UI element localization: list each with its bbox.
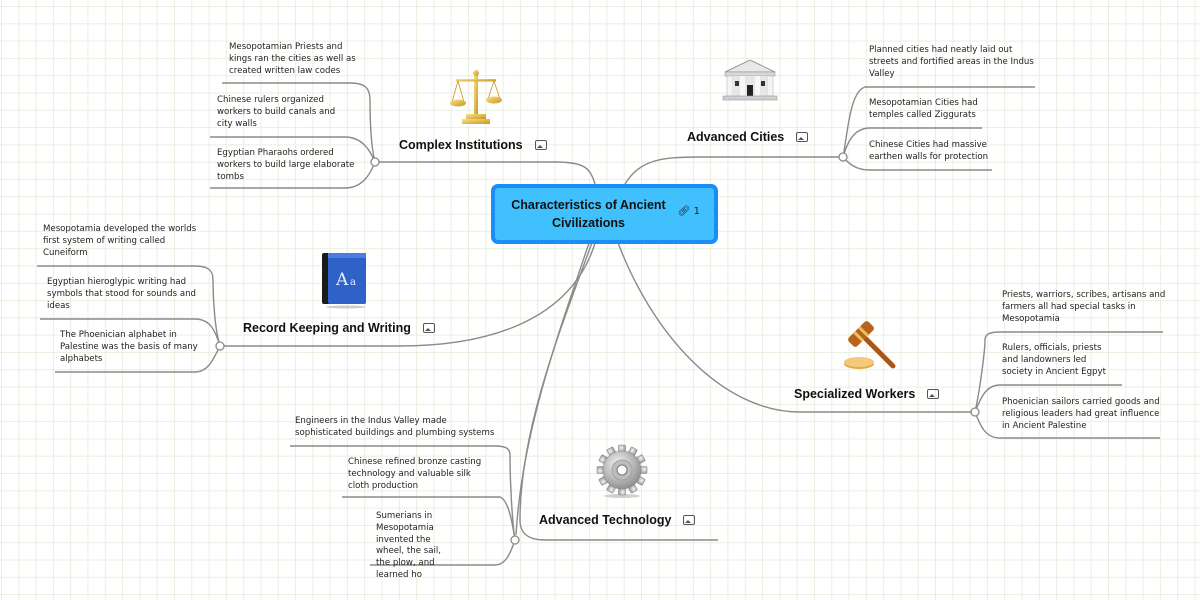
image-icon[interactable] (927, 388, 940, 399)
branch-label: Advanced Technology (539, 513, 672, 527)
connector-central-complex-institutions (375, 161, 596, 185)
image-icon[interactable] (534, 139, 547, 150)
leaf-topic[interactable]: Chinese rulers organized workers to buil… (217, 95, 336, 129)
link-indicator[interactable]: 🔗︎ 1 (678, 206, 700, 217)
image-icon[interactable] (796, 131, 809, 142)
collapse-toggle-record-keeping[interactable] (215, 341, 225, 351)
collapse-toggle-advanced-cities[interactable] (838, 152, 848, 162)
branch-label: Advanced Cities (687, 130, 785, 144)
gavel-icon (841, 320, 899, 372)
svg-text:a: a (350, 277, 356, 288)
leaf-topic[interactable]: Phoenician sailors carried goods and rel… (1002, 397, 1160, 431)
leaf-topic[interactable]: The Phoenician alphabet in Palestine was… (60, 330, 198, 364)
dictionary-book-icon: A a (320, 251, 368, 309)
connector-technology-hub (515, 239, 591, 536)
connector-rk-child-3 (55, 345, 221, 373)
leaf-topic[interactable]: Egyptian hieroglypic writing had symbols… (47, 277, 196, 311)
leaf-topic[interactable]: Sumerians in Mesopotamia invented the wh… (376, 511, 441, 580)
classical-building-icon (721, 58, 779, 104)
connector-sw-child-1 (974, 331, 1163, 413)
leaf-topic[interactable]: Mesopotamia developed the worlds first s… (43, 224, 197, 258)
branch-label: Complex Institutions (399, 138, 523, 152)
connector-central-specialized-workers (616, 239, 975, 413)
connector-ci-child-1 (222, 82, 376, 163)
branch-advanced-technology[interactable]: Advanced Technology (539, 513, 696, 527)
branch-advanced-cities[interactable]: Advanced Cities (687, 130, 809, 144)
image-icon[interactable] (683, 514, 696, 525)
branch-label: Specialized Workers (794, 387, 916, 401)
connector-ac-child-2 (842, 127, 982, 158)
leaf-topic[interactable]: Engineers in the Indus Valley made sophi… (295, 416, 495, 438)
branch-complex-institutions[interactable]: Complex Institutions (399, 138, 547, 152)
image-icon[interactable] (422, 322, 435, 333)
connector-at-child-2 (342, 496, 516, 541)
connector-at-child-3 (370, 539, 516, 566)
branch-label: Record Keeping and Writing (243, 321, 411, 335)
scales-of-justice-icon (448, 68, 504, 126)
leaf-topic[interactable]: Rulers, officials, priests and landowner… (1002, 343, 1106, 377)
leaf-topic[interactable]: Egyptian Pharaohs ordered workers to bui… (217, 148, 355, 182)
leaf-topic[interactable]: Priests, warriors, scribes, artisans and… (1002, 290, 1166, 324)
leaf-topic[interactable]: Chinese Cities had massive earthen walls… (869, 140, 989, 162)
connector-rk-child-2 (40, 318, 221, 347)
collapse-toggle-specialized-workers[interactable] (970, 407, 980, 417)
connector-ac-child-1 (842, 86, 1035, 158)
leaf-topic[interactable]: Planned cities had neatly laid out stree… (869, 45, 1034, 79)
collapse-toggle-advanced-technology[interactable] (510, 535, 520, 545)
connector-central-advanced-cities (624, 156, 843, 185)
central-topic[interactable]: Characteristics of Ancient Civilizations… (491, 184, 718, 244)
branch-record-keeping[interactable]: Record Keeping and Writing (243, 321, 435, 335)
link-count: 1 (693, 206, 700, 217)
gear-icon (594, 444, 650, 500)
connector-at-child-1 (290, 445, 516, 541)
leaf-topic[interactable]: Mesopotamian Priests and kings ran the c… (229, 42, 356, 76)
central-topic-title: Characteristics of Ancient Civilizations (511, 198, 666, 230)
leaf-topic[interactable]: Chinese refined bronze casting technolog… (348, 457, 482, 491)
collapse-toggle-complex-institutions[interactable] (370, 157, 380, 167)
svg-text:A: A (335, 270, 349, 290)
link-icon: 🔗︎ (677, 206, 691, 217)
branch-specialized-workers[interactable]: Specialized Workers (794, 387, 940, 401)
leaf-topic[interactable]: Mesopotamian Cities had temples called Z… (869, 98, 978, 120)
connector-rk-child-1 (37, 265, 221, 347)
